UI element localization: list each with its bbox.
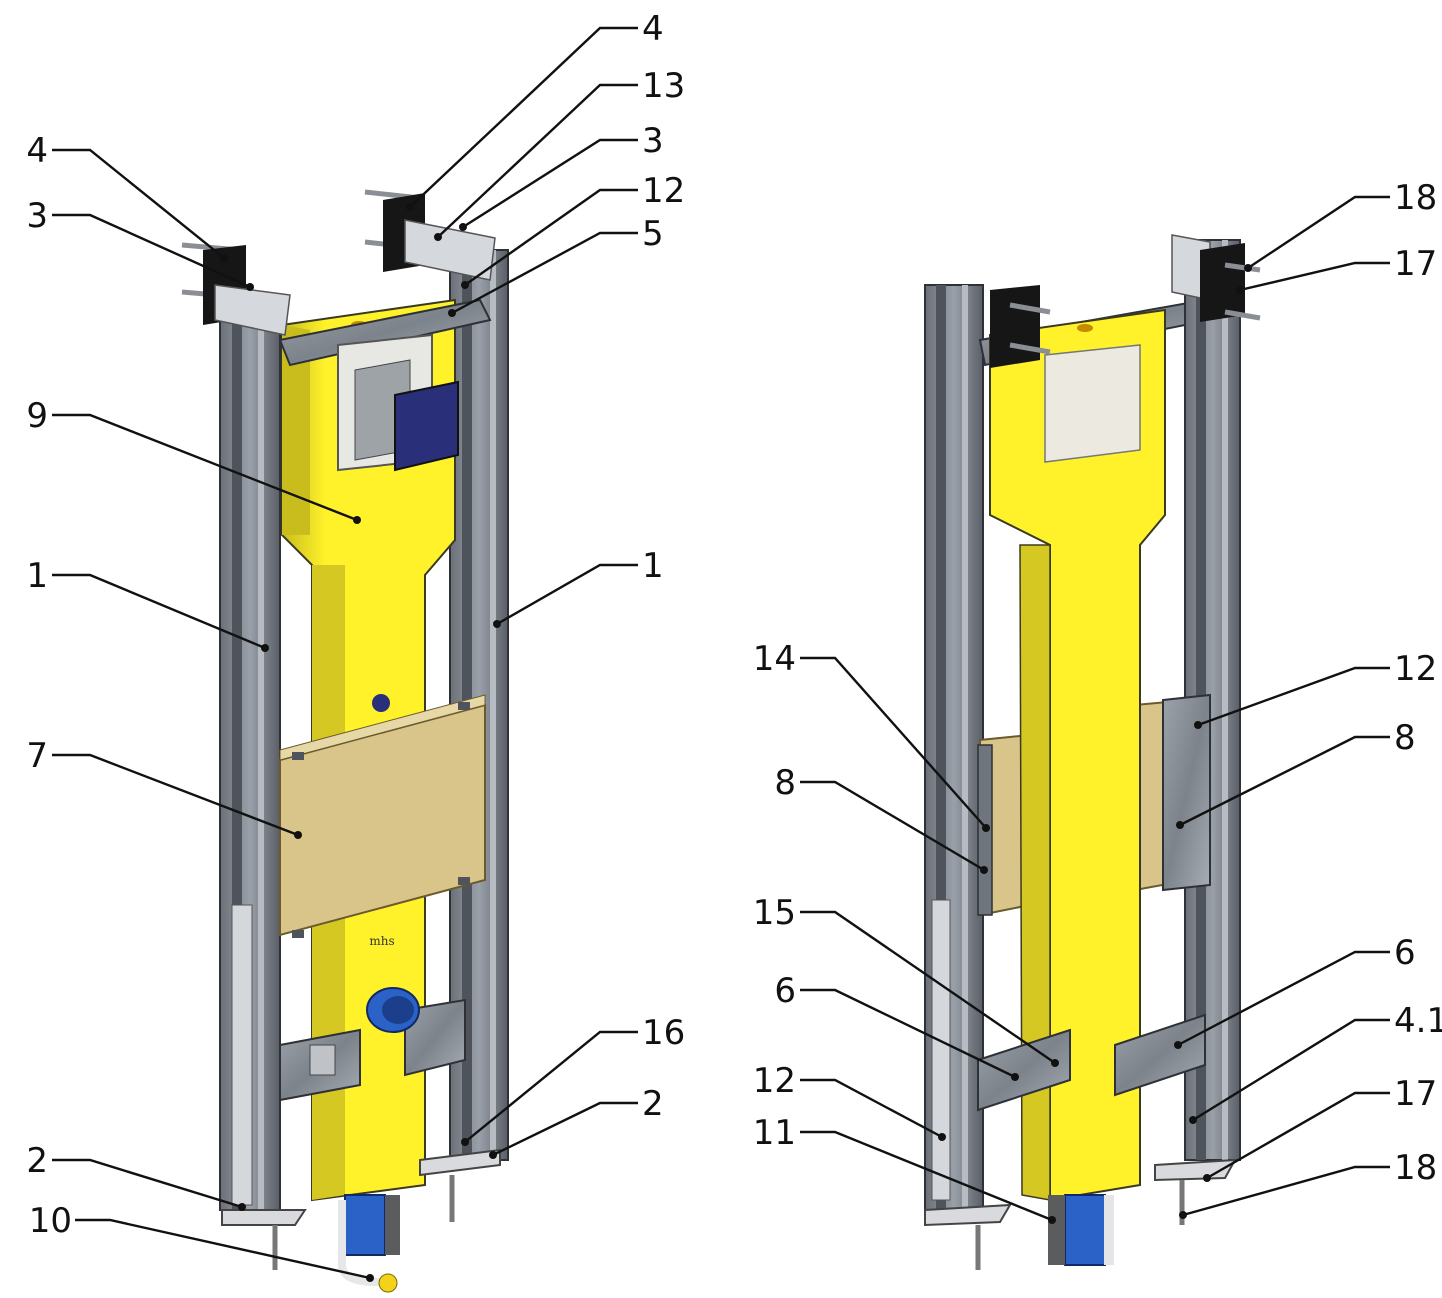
callout-2-right: 2 [489, 1084, 664, 1159]
callout-label: 3 [642, 121, 664, 161]
rear-foot-right [1154, 1158, 1237, 1182]
callout-label: 6 [1394, 933, 1416, 973]
callout-17-top: 17 [1236, 244, 1437, 294]
callout-label: 6 [774, 971, 796, 1011]
rear-flex-hose [1048, 1195, 1065, 1265]
callout-10: 10 [29, 1201, 374, 1282]
callout-14: 14 [753, 639, 990, 832]
callout-1-right: 1 [493, 546, 664, 628]
right-view [924, 234, 1261, 1270]
rear-cistern-tank [989, 308, 1166, 1202]
callout-17-bottom: 17 [1203, 1074, 1437, 1182]
rear-top-pads [990, 234, 1261, 368]
callout-16: 16 [461, 1013, 685, 1146]
callout-6-right: 6 [1174, 933, 1416, 1049]
callout-label: 8 [774, 763, 796, 803]
flush-box [337, 333, 459, 472]
callout-label: 12 [1394, 649, 1437, 689]
callout-7: 7 [26, 736, 302, 839]
callout-13: 13 [434, 66, 685, 241]
callout-5: 5 [448, 214, 664, 317]
callout-6-left: 6 [774, 971, 1019, 1081]
rear-bracket-right [1114, 1013, 1206, 1097]
callout-label: 7 [26, 736, 48, 776]
callout-12-rightview: 12 [1194, 649, 1437, 729]
callout-11: 11 [753, 1113, 1056, 1224]
callout-15: 15 [753, 893, 1059, 1067]
callout-label: 9 [26, 396, 48, 436]
rear-bracket-left [977, 1028, 1071, 1112]
callout-label: 12 [753, 1061, 796, 1101]
callout-label: 4 [642, 9, 664, 49]
callout-label: 17 [1394, 244, 1437, 284]
callout-label: 13 [642, 66, 685, 106]
callout-4-top: 4 [406, 9, 664, 211]
callout-18-bottom: 18 [1179, 1148, 1437, 1219]
callout-18-top: 18 [1244, 178, 1437, 272]
callout-label: 17 [1394, 1074, 1437, 1114]
callout-label: 1 [642, 546, 664, 586]
rear-drain-pipe [1064, 1194, 1106, 1266]
callout-1-left: 1 [26, 556, 269, 652]
left-feet [221, 1148, 501, 1270]
callout-3-right: 3 [459, 121, 664, 231]
rail-left [219, 294, 281, 1211]
callout-3-left: 3 [26, 196, 254, 291]
left-top-pads [181, 189, 496, 336]
callout-label: 14 [753, 639, 796, 679]
callout-8-left: 8 [774, 763, 988, 874]
callout-label: 10 [29, 1201, 72, 1241]
callout-label: 5 [642, 214, 664, 254]
top-crossbar [278, 298, 492, 367]
rear-plate-right [1162, 693, 1211, 892]
callout-9: 9 [26, 396, 361, 524]
rear-rail-left [924, 284, 984, 1211]
callout-label: 4.1 [1394, 1001, 1442, 1041]
callout-8-right: 8 [1176, 718, 1416, 829]
callout-label: 4 [26, 131, 48, 171]
callouts: 4 3 4 13 3 12 5 9 [26, 9, 1442, 1282]
callout-4-1: 4.1 [1189, 1001, 1442, 1124]
callout-label: 15 [753, 893, 796, 933]
callout-label: 1 [26, 556, 48, 596]
brand-mark: mhs [369, 934, 394, 948]
callout-label: 2 [642, 1084, 664, 1124]
mounting-board [279, 694, 486, 938]
callout-4-left: 4 [26, 131, 228, 262]
lower-brackets [279, 998, 466, 1102]
left-view: mhs [181, 189, 509, 1293]
drain-pipe [338, 987, 420, 1293]
callout-label: 3 [26, 196, 48, 236]
callout-12-bottom: 12 [753, 1061, 946, 1141]
callout-label: 11 [753, 1113, 796, 1153]
callout-2-left: 2 [26, 1141, 246, 1211]
callout-label: 16 [642, 1013, 685, 1053]
callout-label: 18 [1394, 1148, 1437, 1188]
callout-12-left: 12 [461, 171, 685, 289]
callout-label: 18 [1394, 178, 1437, 218]
callout-label: 2 [26, 1141, 48, 1181]
rear-foot-left [924, 1203, 1012, 1227]
callout-label: 8 [1394, 718, 1416, 758]
callout-label: 12 [642, 171, 685, 211]
rear-water-pipe [1104, 1195, 1114, 1265]
